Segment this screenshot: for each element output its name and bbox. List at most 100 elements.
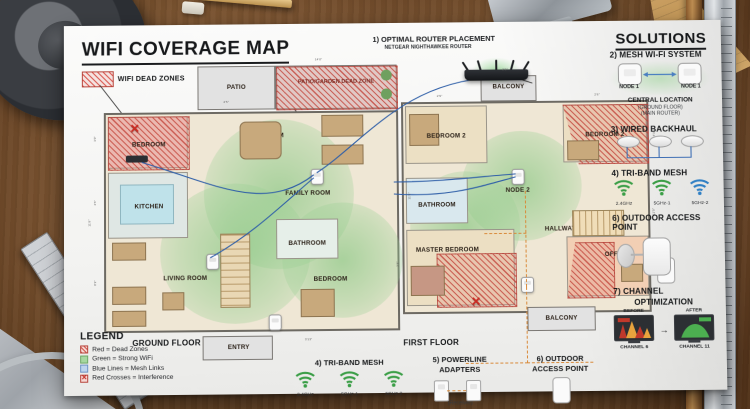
mesh-node-2-device — [511, 168, 525, 185]
dimension-label: 2'9" — [436, 93, 443, 98]
channel-before-monitor: BEFORE CHANNEL 6 — [613, 308, 655, 351]
dimension-label: 11'8" — [87, 219, 92, 227]
backhaul-wires — [611, 144, 711, 163]
triband-icons: 2.4GHz 5GHz-1 — [612, 179, 712, 207]
wifi-icon — [294, 371, 316, 388]
outdoor-ap-icon — [552, 376, 571, 403]
solutions-title: SOLUTIONS — [615, 29, 707, 51]
node-2-label: NODE 2 — [505, 186, 530, 194]
legend-item-interference: ✕ Red Crosses = Interference — [80, 373, 173, 383]
shrub-icon — [380, 69, 392, 81]
powerline-connector-dash — [447, 389, 467, 391]
channel-heading-2: OPTIMIZATION — [634, 297, 694, 307]
room-label-entry: ENTRY — [227, 343, 250, 352]
room-label-balcony-bottom: BALCONY — [545, 314, 578, 322]
wifi-band-1: 2.4GHz — [293, 371, 317, 398]
staircase-gf — [220, 233, 251, 308]
legend-label: Green = Strong WiFi — [92, 354, 153, 363]
wifi-icon — [652, 180, 672, 196]
router-device-icon — [125, 155, 148, 163]
dimension-label: 14'0" — [314, 57, 323, 62]
outdoor-ap-mount-icon — [616, 244, 635, 269]
outdoor-device-wrap — [510, 376, 611, 403]
interference-cross-icon: ✕ — [471, 294, 482, 309]
sofa-furniture — [112, 286, 147, 305]
dimension-label: 11'0" — [407, 192, 412, 200]
patio-garden-dead-zone — [276, 65, 399, 111]
room-label-bedroom-gf-right: BEDROOM — [313, 275, 348, 283]
backhaul-diagram — [611, 135, 711, 162]
channel-heading-1: 7) CHANNEL — [613, 286, 664, 297]
after-screen — [673, 314, 715, 341]
sofa-furniture — [321, 144, 364, 165]
room-label-bathroom-ff: BATHROOM — [418, 201, 456, 209]
band-label: 5GHz-2 — [385, 392, 403, 398]
wifi-band-2: 5GHz-1 — [337, 371, 361, 398]
interference-cross-icon: ✕ — [129, 121, 140, 136]
channel-after-label: AFTER — [685, 308, 703, 314]
wifi-icon — [614, 180, 634, 197]
arrow-right-icon: → — [659, 324, 669, 335]
bed-furniture — [567, 140, 600, 161]
router-illustration — [458, 57, 534, 84]
legend: LEGEND Red = Dead Zones Green = Strong W… — [80, 330, 173, 383]
wifi-icon — [690, 179, 710, 196]
band-label: 2.4GHz — [615, 201, 633, 207]
band-label: 5GHz-1 — [653, 201, 671, 207]
room-label-family-room: FAMILY ROOM — [285, 189, 331, 198]
mesh-node-pair: NODE 1 NODE 1 — [609, 60, 710, 96]
triband-heading: 4) TRI-BAND MESH — [611, 168, 688, 178]
outdoor-ap-heading: 6) OUTDOOR ACCESS POINT — [612, 212, 701, 233]
dead-zone-key-label: WIFI DEAD ZONES — [117, 73, 185, 84]
room-label-master-bedroom: MASTER BEDROOM — [415, 246, 480, 254]
room-label-bedroom-gf: BEDROOM — [131, 141, 166, 149]
outdoor-heading-1: 6) OUTDOOR — [536, 353, 584, 364]
dimension-label: 3'13" — [304, 337, 313, 342]
monitor-stand — [628, 341, 641, 344]
blueprint-paper: WIFI COVERAGE MAP SOLUTIONS WIFI DEAD ZO… — [63, 19, 728, 406]
outdoor-ap-diagram — [612, 233, 713, 280]
first-floor-label: FIRST FLOOR — [403, 337, 460, 348]
clear-spectrum-icon — [681, 317, 712, 338]
mesh-node-right-icon — [677, 62, 702, 85]
mesh-node-left-icon — [617, 63, 643, 86]
bed-furniture — [300, 288, 335, 318]
mesh-node-device — [310, 168, 324, 185]
dimension-label: 2'3" — [502, 67, 508, 72]
router-body — [464, 69, 529, 81]
wifi-icon — [383, 370, 405, 387]
dimension-label: 4'3" — [651, 130, 656, 137]
legend-heading: LEGEND — [80, 330, 124, 343]
dimension-label: 3'6" — [395, 261, 400, 267]
outdoor-heading-2: ACCESS POINT — [532, 363, 589, 374]
wifi-icon — [338, 371, 360, 388]
bottom-triband-icons: 2.4GHz 5GHz-1 — [293, 370, 406, 398]
legend-swatch-blue — [80, 364, 89, 373]
mesh-link-arrows — [642, 72, 677, 78]
legend-item-strong-wifi: Green = Strong WiFi — [80, 354, 173, 364]
sofa-furniture — [112, 310, 147, 328]
mesh-node-right-label: NODE 1 — [680, 83, 701, 90]
powerline-adapter-icon — [465, 379, 482, 401]
dimension-label: 4'6" — [92, 200, 97, 206]
band-label: 5GHz-2 — [691, 200, 709, 206]
channel-before-label: BEFORE — [623, 308, 644, 315]
band-label: 5GHz-1 — [341, 392, 359, 398]
monitor-stand — [688, 340, 701, 343]
solution-mesh-wifi: 2) MESH WI-FI SYSTEM NODE 1 NODE 1 CENTR… — [610, 50, 711, 118]
bottom-powerline-block: 5) POWERLINE ADAPTERS (Receiver) — [414, 355, 507, 406]
channel-comparison: BEFORE CHANNEL 6 — [613, 308, 715, 351]
sofa-furniture — [112, 242, 147, 261]
powerline-devices — [414, 377, 507, 402]
wifi-band-3: 5GHz-2 — [688, 179, 712, 206]
legend-label: Blue Lines = Mesh Links — [92, 364, 165, 373]
mesh-sub-2: (MAIN ROUTER) — [640, 110, 680, 118]
mesh-node-left-label: NODE 1 — [619, 84, 639, 91]
powerline-heading-1: 5) POWERLINE — [432, 354, 487, 365]
room-label-balcony-top: BALCONY — [492, 83, 525, 91]
solution-wired-backhaul: 3) WIRED BACKHAUL — [611, 124, 711, 162]
room-label-living-room: LIVING ROOM — [163, 274, 208, 283]
room-label-patio-garden-dead-zone: PATIO/GARDEN DEAD ZONE — [297, 78, 375, 86]
bottom-outdoor-block: 6) OUTDOOR ACCESS POINT — [510, 353, 611, 403]
